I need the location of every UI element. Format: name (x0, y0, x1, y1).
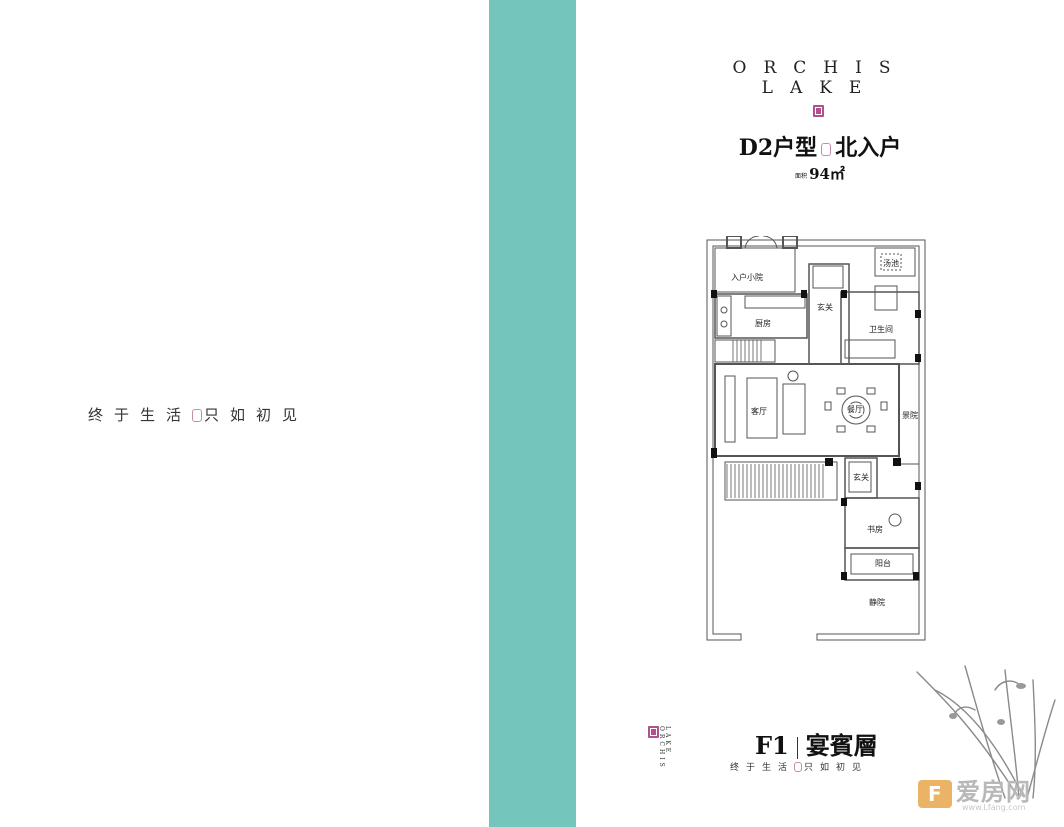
left-slogan: 终于生活只如初见 (88, 404, 308, 425)
brand-logo: ORCHIS LAKE (700, 58, 940, 98)
room-kitchen: 厨房 (755, 318, 771, 329)
seal-icon (813, 105, 824, 117)
entry-yard-outline (714, 247, 796, 293)
area-value: 94㎡ (809, 165, 845, 183)
room-hot-tub: 汤池 (883, 258, 899, 269)
watermark-logo-icon (918, 780, 952, 808)
floor-plan: 入户小院 汤池 玄关 厨房 卫生间 客厅 餐厅 景院 玄关 书房 阳台 静院 (705, 235, 931, 646)
watermark-url: www.Lfang.com (962, 803, 1026, 812)
floor-code: F1 (755, 731, 789, 760)
brand-line1: ORCHIS (732, 58, 908, 78)
seal-small-icon (648, 726, 659, 738)
room-quiet-yard: 静院 (869, 597, 885, 608)
hot-tub-outline (874, 247, 916, 277)
left-slogan-part1: 终于生活 (88, 406, 193, 424)
bottom-slogan: 终于生活只如初见 (730, 760, 868, 773)
vertical-brand-line2: LAKE (664, 726, 671, 756)
room-balcony: 阳台 (875, 558, 891, 569)
floor-title-divider (796, 736, 798, 759)
unit-entry: 北入户 (835, 135, 902, 161)
unit-type: D2户型 (738, 135, 818, 161)
room-foyer-top: 玄关 (817, 302, 833, 313)
bottom-slogan-part1: 终于生活 (730, 763, 795, 773)
room-dining: 餐厅 (847, 404, 863, 415)
floor-name: 宴賓層 (805, 731, 878, 760)
room-foyer-bottom: 玄关 (853, 472, 869, 483)
outer-wall (706, 239, 926, 641)
orchid-illustration-icon (916, 665, 1056, 799)
area-prefix: 面积 (795, 172, 808, 180)
bottom-slogan-separator-icon (794, 761, 803, 772)
unit-title: D2户型北入户 (700, 130, 940, 162)
brand-line2: LAKE (761, 78, 879, 98)
vertical-brand-line1: ORCHIS (658, 726, 665, 770)
room-living: 客厅 (751, 406, 767, 417)
watermark-name: 爱房网 (956, 778, 1031, 806)
floor-plan-drawing (706, 235, 926, 641)
room-entry-yard: 入户小院 (731, 272, 763, 283)
title-separator-icon (821, 142, 832, 156)
slogan-separator-icon (192, 408, 203, 422)
room-bathroom: 卫生间 (869, 324, 893, 335)
teal-band (489, 0, 576, 827)
left-slogan-part2: 只如初见 (204, 406, 309, 424)
room-study: 书房 (867, 524, 883, 535)
bottom-slogan-part2: 只如初见 (804, 763, 869, 773)
room-scenic-yard: 景院 (902, 410, 918, 421)
floor-title: F1 宴賓層 (755, 726, 878, 761)
